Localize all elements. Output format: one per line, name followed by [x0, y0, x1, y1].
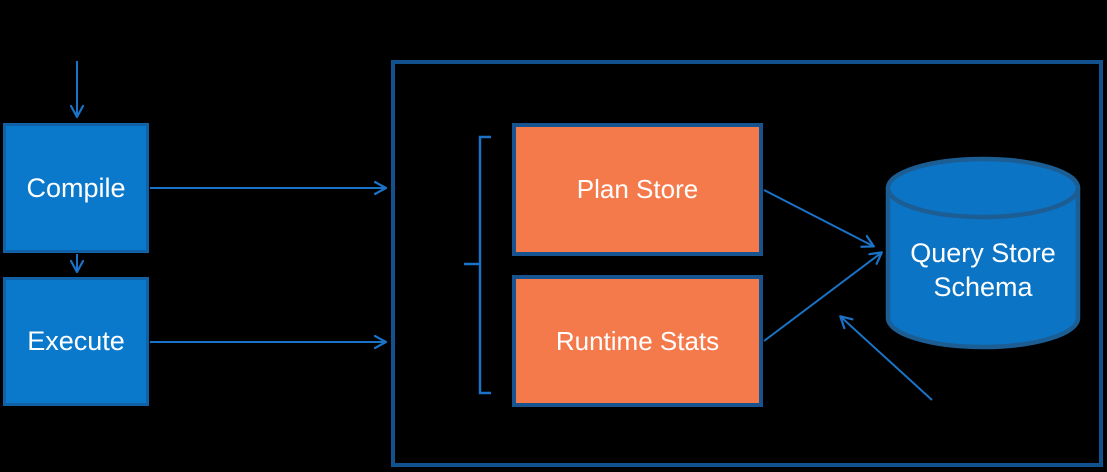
- node-execute: Execute: [3, 277, 149, 406]
- node-execute-label: Execute: [27, 326, 125, 356]
- query-store-container: [391, 60, 1103, 467]
- node-compile: Compile: [3, 123, 149, 253]
- node-runtime-stats: Runtime Stats: [512, 275, 763, 407]
- node-plan-store-label: Plan Store: [576, 174, 699, 204]
- node-runtime-stats-label: Runtime Stats: [555, 325, 720, 356]
- node-query-store-schema-label: Query Store Schema: [910, 238, 1056, 302]
- node-plan-store: Plan Store: [512, 123, 763, 256]
- node-compile-label: Compile: [26, 172, 126, 203]
